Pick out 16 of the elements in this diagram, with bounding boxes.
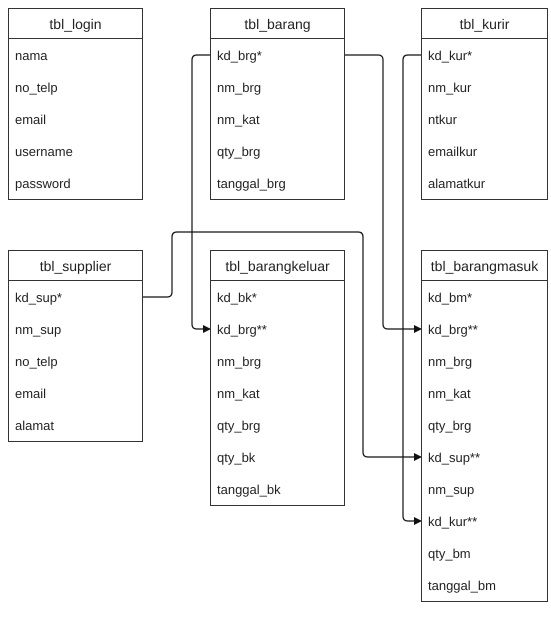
table-name: tbl_barangkeluar <box>225 258 330 274</box>
entity-table <box>421 250 548 602</box>
table-name: tbl_login <box>49 16 102 32</box>
entity-table <box>421 8 548 200</box>
table-name: tbl_kurir <box>460 16 510 32</box>
relation-arrow <box>344 54 422 333</box>
entity-table <box>8 250 143 442</box>
table-name: tbl_barang <box>244 16 311 32</box>
entity-table <box>210 8 345 200</box>
relation-arrow <box>191 54 211 333</box>
entity-table <box>210 250 345 506</box>
entity-table <box>8 8 143 200</box>
table-name: tbl_barangmasuk <box>430 258 538 274</box>
table-name: tbl_supplier <box>40 258 112 274</box>
relation-arrow <box>402 54 422 525</box>
relation-arrow <box>142 231 422 461</box>
